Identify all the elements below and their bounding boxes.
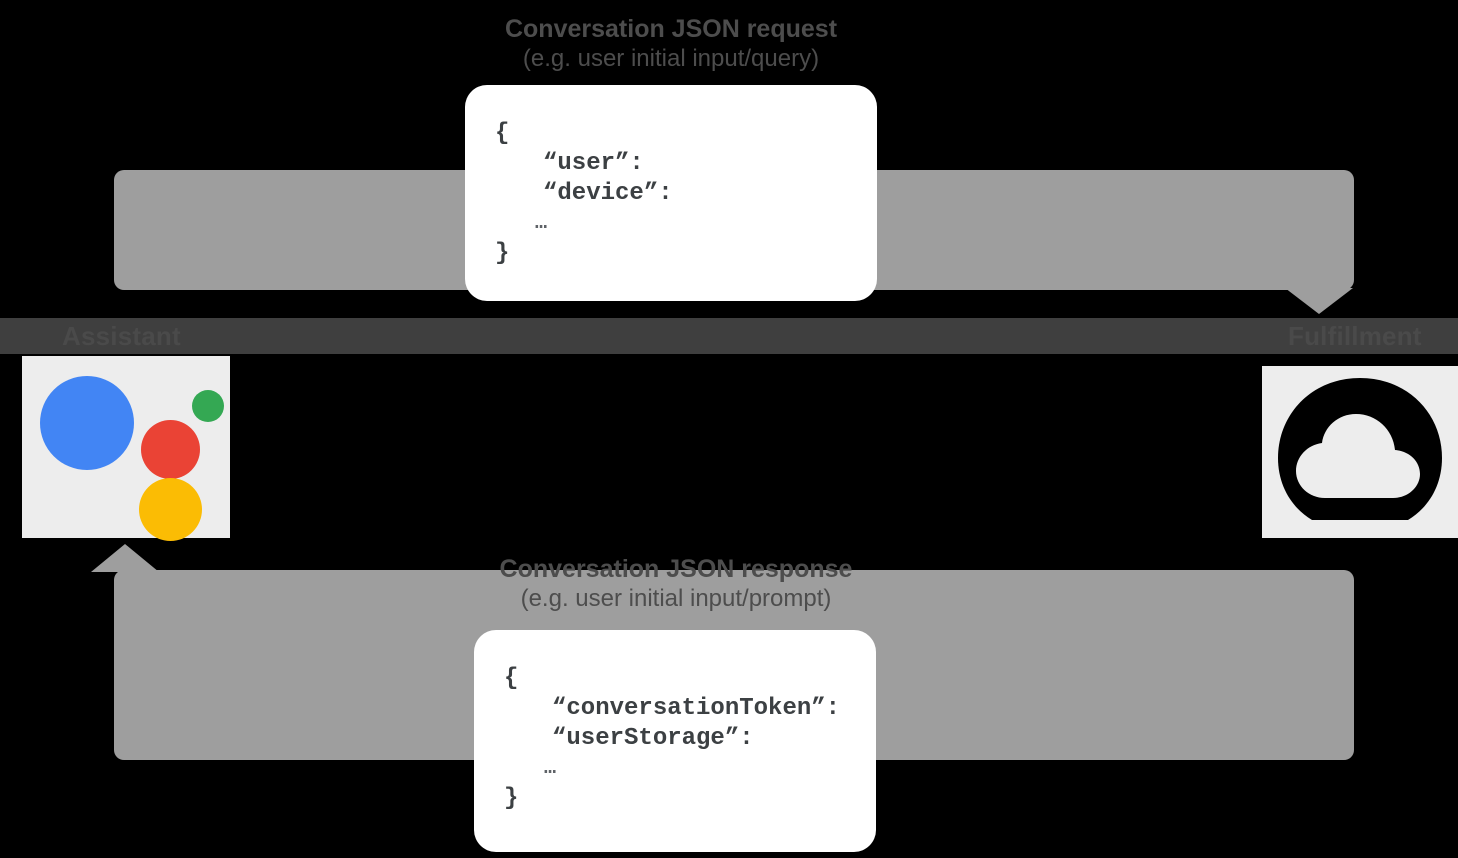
- request-json-open-brace: {: [495, 120, 510, 147]
- google-assistant-icon-yellow-dot: [139, 478, 202, 541]
- request-caption-title: Conversation JSON request: [504, 15, 838, 43]
- assistant-icon-tile: [22, 356, 230, 541]
- response-json-close-brace: }: [504, 785, 519, 812]
- response-caption-title: Conversation JSON response: [499, 555, 853, 583]
- response-json-ellipsis: …: [544, 757, 557, 780]
- request-json-card: { “user”: “device”: … }: [465, 85, 877, 301]
- response-json-key-user-storage: “userStorage”:: [552, 725, 754, 752]
- fulfillment-node-label: Fulfillment: [1288, 321, 1422, 351]
- google-assistant-icon-blue-dot: [40, 376, 134, 470]
- request-json-ellipsis: …: [535, 212, 548, 235]
- request-json-close-brace: }: [495, 240, 510, 267]
- response-json-card: { “conversationToken”: “userStorage”: … …: [474, 630, 876, 852]
- fulfillment-icon-tile: [1262, 366, 1458, 538]
- response-json-open-brace: {: [504, 665, 519, 692]
- center-divider-band: [0, 318, 1458, 354]
- response-json-key-conversation-token: “conversationToken”:: [552, 695, 841, 722]
- request-json-key-user: “user”:: [543, 150, 644, 177]
- request-json-key-device: “device”:: [543, 180, 673, 207]
- assistant-node-label: Assistant: [62, 321, 181, 351]
- request-caption-subtitle: (e.g. user initial input/query): [522, 45, 820, 72]
- google-assistant-icon-red-dot: [141, 420, 200, 479]
- cloud-icon: [1278, 378, 1442, 520]
- google-assistant-icon-green-dot: [192, 390, 224, 422]
- response-flow-caption: Conversation JSON response (e.g. user in…: [376, 554, 976, 614]
- response-caption-subtitle: (e.g. user initial input/prompt): [520, 585, 832, 612]
- request-flow-caption: Conversation JSON request (e.g. user ini…: [371, 14, 971, 74]
- response-flow-arrowhead: [91, 544, 159, 572]
- request-flow-arrowhead: [1285, 288, 1353, 314]
